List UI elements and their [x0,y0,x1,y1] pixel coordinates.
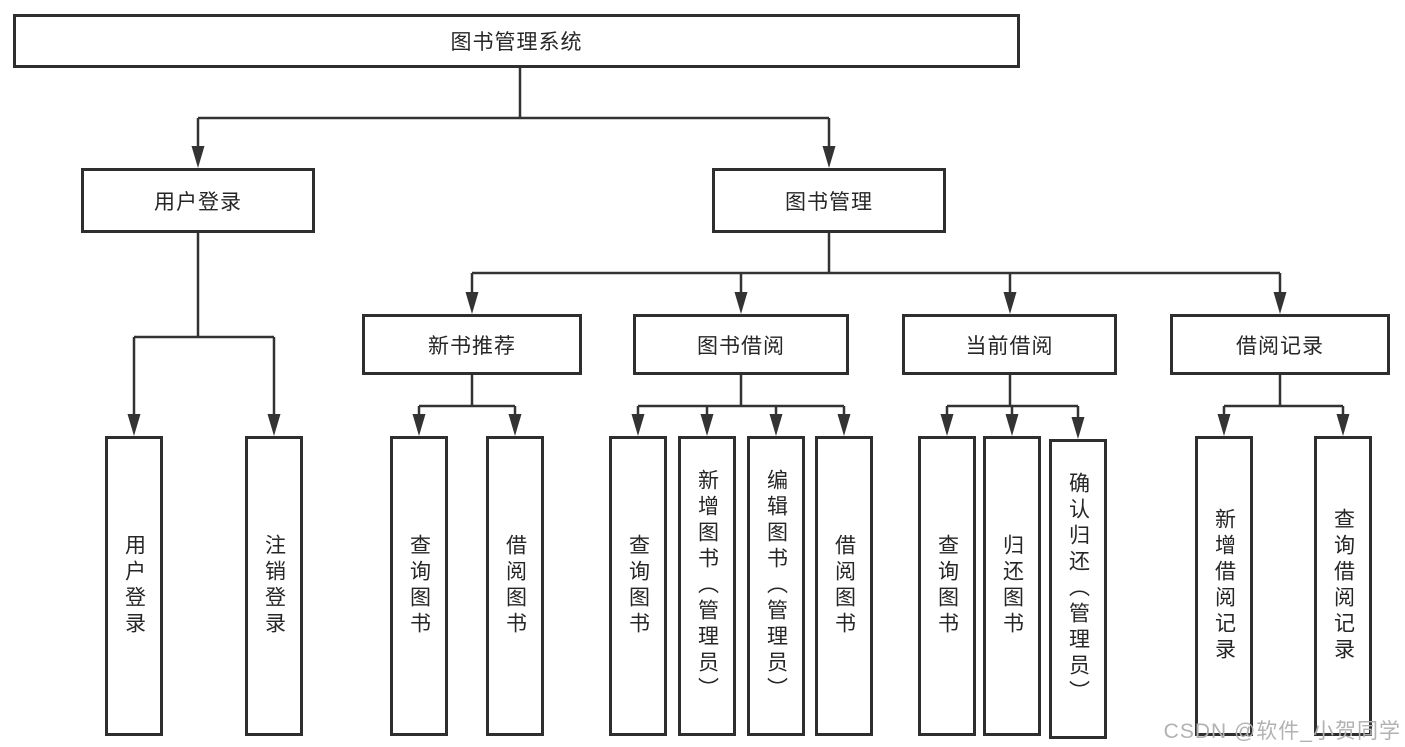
node-label: 借阅记录 [1236,334,1324,358]
node-label: 查询图书 [407,534,431,638]
leaf-query-books: 查询图书 [609,436,667,736]
leaf-user-login: 用户登录 [105,436,163,736]
arrowheads [127,146,1350,439]
node-library-management-system: 图书管理系统 [13,14,1020,68]
node-user-login: 用户登录 [81,168,315,233]
node-current-borrowing: 当前借阅 [902,314,1117,375]
node-book-borrowing: 图书借阅 [633,314,849,375]
leaf-edit-books-admin: 编辑图书（管理员） [747,436,805,736]
node-label: 用户登录 [122,534,146,638]
node-borrowing-records: 借阅记录 [1170,314,1390,375]
node-label: 用户登录 [154,190,242,214]
node-label: 图书借阅 [697,334,785,358]
node-label: 查询图书 [935,534,959,638]
node-new-book-recommend: 新书推荐 [362,314,582,375]
node-label: 新增图书（管理员） [695,469,719,703]
leaf-query-borrow-record: 查询借阅记录 [1314,436,1372,736]
node-label: 新书推荐 [428,334,516,358]
csdn-watermark: CSDN @软件_小贺同学 [1163,720,1401,743]
leaf-return-books: 归还图书 [983,436,1041,736]
node-label: 确认归还（管理员） [1066,472,1090,706]
node-label: 新增借阅记录 [1212,508,1236,664]
node-label: 查询图书 [626,534,650,638]
connector-paths [132,68,1345,421]
node-label: 注销登录 [262,534,286,638]
leaf-query-books: 查询图书 [390,436,448,736]
leaf-add-books-admin: 新增图书（管理员） [678,436,736,736]
node-label: 图书管理系统 [450,31,583,54]
leaf-query-books: 查询图书 [918,436,976,736]
node-label: 当前借阅 [965,334,1054,358]
node-label: 归还图书 [1000,534,1024,638]
leaf-add-borrow-record: 新增借阅记录 [1195,436,1253,736]
node-label: 图书管理 [785,190,873,214]
leaf-borrow-books: 借阅图书 [815,436,873,736]
leaf-borrow-books: 借阅图书 [486,436,544,736]
node-book-management: 图书管理 [712,168,946,233]
leaf-confirm-return-admin: 确认归还（管理员） [1049,439,1107,739]
node-label: 查询借阅记录 [1331,508,1355,664]
node-label: 编辑图书（管理员） [764,469,788,703]
node-label: 借阅图书 [832,534,856,638]
node-label: 借阅图书 [503,534,527,638]
leaf-logout: 注销登录 [245,436,303,736]
